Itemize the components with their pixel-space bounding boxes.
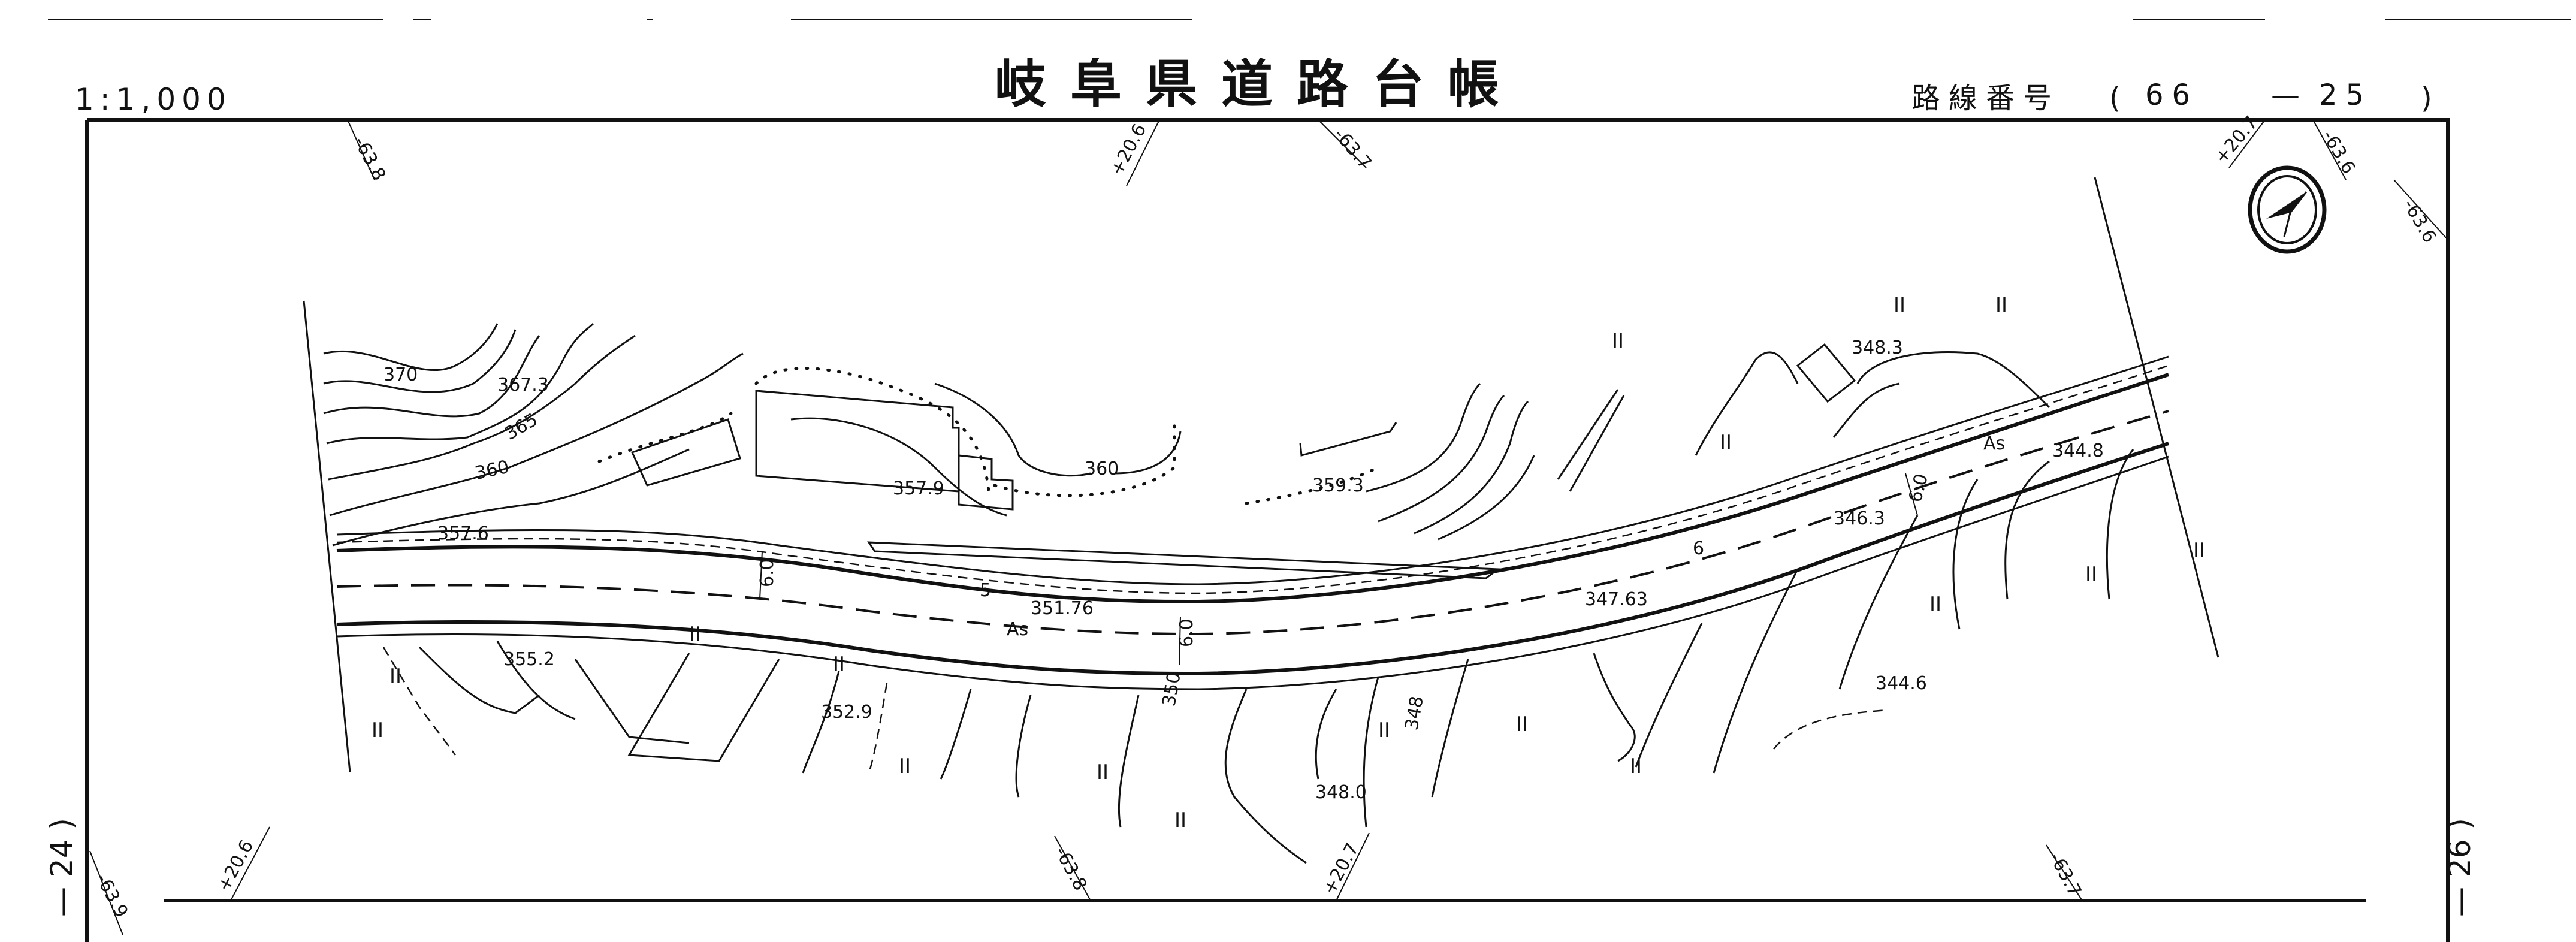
building: [755, 390, 960, 493]
prefectural-road: [336, 355, 2169, 690]
elevation-label: 344.8: [2052, 440, 2104, 461]
contour-lines: [323, 322, 1535, 547]
elevation-label: 352.9: [821, 702, 872, 723]
field-symbols: II II II II II II II II II II II II II I…: [372, 293, 2205, 832]
route-number-label: 路線番号: [1911, 81, 2060, 115]
station-ticks-top: -63.8 +20.6 -63.7 +20.7 -63.6 -63.6: [347, 112, 2448, 247]
field-symbol: II: [1097, 760, 1109, 784]
map-frame: [85, 118, 2450, 942]
map-title: 岐阜県道路台帳: [995, 55, 1523, 114]
elevation-label: 357.6: [437, 523, 489, 544]
elevation-label: 360: [473, 457, 511, 484]
field-symbol: II: [1516, 712, 1528, 736]
field-symbol: II: [389, 665, 401, 689]
elevation-label: 365: [502, 409, 542, 445]
station-label: -63.7: [2045, 849, 2085, 900]
field-symbol: II: [1894, 293, 1905, 317]
elevation-label: 357.9: [893, 478, 944, 499]
elevation-label: 367.3: [497, 375, 549, 395]
survey-boundary-left: [303, 300, 351, 773]
station-label: -63.6: [2318, 127, 2359, 178]
road-width-label: 5: [980, 580, 991, 601]
elevation-label: 360: [1085, 458, 1119, 479]
station-label: +20.7: [1319, 840, 1363, 898]
road-width-label: 6.0: [1176, 618, 1197, 647]
elevation-label: 348.3: [1852, 337, 1903, 358]
route-minor: 25: [2319, 78, 2372, 112]
elevation-label: 351.76: [1031, 598, 1094, 619]
field-symbol: II: [1720, 431, 1732, 455]
building: [958, 454, 1014, 511]
station-label: -63.9: [92, 870, 132, 921]
route-open-paren: (: [2109, 81, 2129, 115]
elevation-label: 355.2: [503, 649, 555, 670]
elevation-label: 350: [1158, 671, 1185, 708]
structure: [1299, 422, 1397, 457]
elevation-label: 346.3: [1834, 508, 1885, 529]
road-surface-label: As: [1983, 433, 2005, 454]
sheet-number-right[interactable]: — 26 ): [2442, 818, 2477, 917]
station-ticks-bottom: -63.9 +20.6 -63.8 +20.7 -63.7: [89, 826, 2085, 935]
field-symbol: II: [1174, 808, 1186, 832]
field-symbol: II: [689, 623, 701, 647]
north-arrow-icon: [2248, 165, 2327, 254]
field-symbol: II: [2085, 563, 2097, 587]
elevation-label: 348.0: [1315, 782, 1367, 803]
field-symbol: II: [1929, 593, 1941, 617]
survey-boundary-right: [2094, 177, 2219, 658]
route-close-paren: ): [2421, 81, 2441, 115]
field-symbol: II: [899, 754, 911, 778]
elevation-label: 348: [1401, 695, 1427, 732]
station-label: -63.6: [2399, 196, 2440, 247]
field-symbol: II: [1630, 754, 1642, 778]
road-width-label: 6: [1693, 538, 1704, 559]
field-symbol: II: [372, 718, 383, 742]
route-separator: —: [2271, 78, 2308, 112]
field-symbol: II: [1612, 329, 1624, 353]
elevation-label: 370: [383, 364, 418, 385]
sheet-number-left[interactable]: — 24 ): [44, 818, 79, 917]
station-label: -63.8: [349, 133, 389, 184]
elevation-label: 359.3: [1312, 475, 1364, 496]
station-label: +20.6: [213, 837, 258, 895]
field-boundaries: [382, 351, 2134, 864]
route-major: 66: [2145, 78, 2198, 112]
station-label: -63.8: [1050, 843, 1091, 894]
station-label: -63.7: [1330, 125, 1376, 174]
map-scale: 1:1,000: [75, 82, 232, 117]
road-surface-label: As: [1007, 619, 1028, 640]
building: [1796, 343, 1856, 403]
field-symbol: II: [2193, 539, 2205, 563]
field-symbol: II: [833, 653, 845, 677]
field-symbol: II: [1378, 718, 1390, 742]
buildings: [630, 343, 1856, 511]
route-number: 路線番号 ( 66 — 25 ): [1911, 78, 2441, 115]
road-width-label: 6.0: [1905, 472, 1932, 505]
elevation-label: 344.6: [1876, 673, 1927, 694]
road-annotations: As As 6.0 6.0 6.0 5 6: [757, 433, 2005, 666]
field-symbol: II: [1995, 293, 2007, 317]
elevation-label: 347.63: [1585, 589, 1648, 610]
road-width-label: 6.0: [757, 558, 778, 587]
building: [630, 418, 741, 487]
